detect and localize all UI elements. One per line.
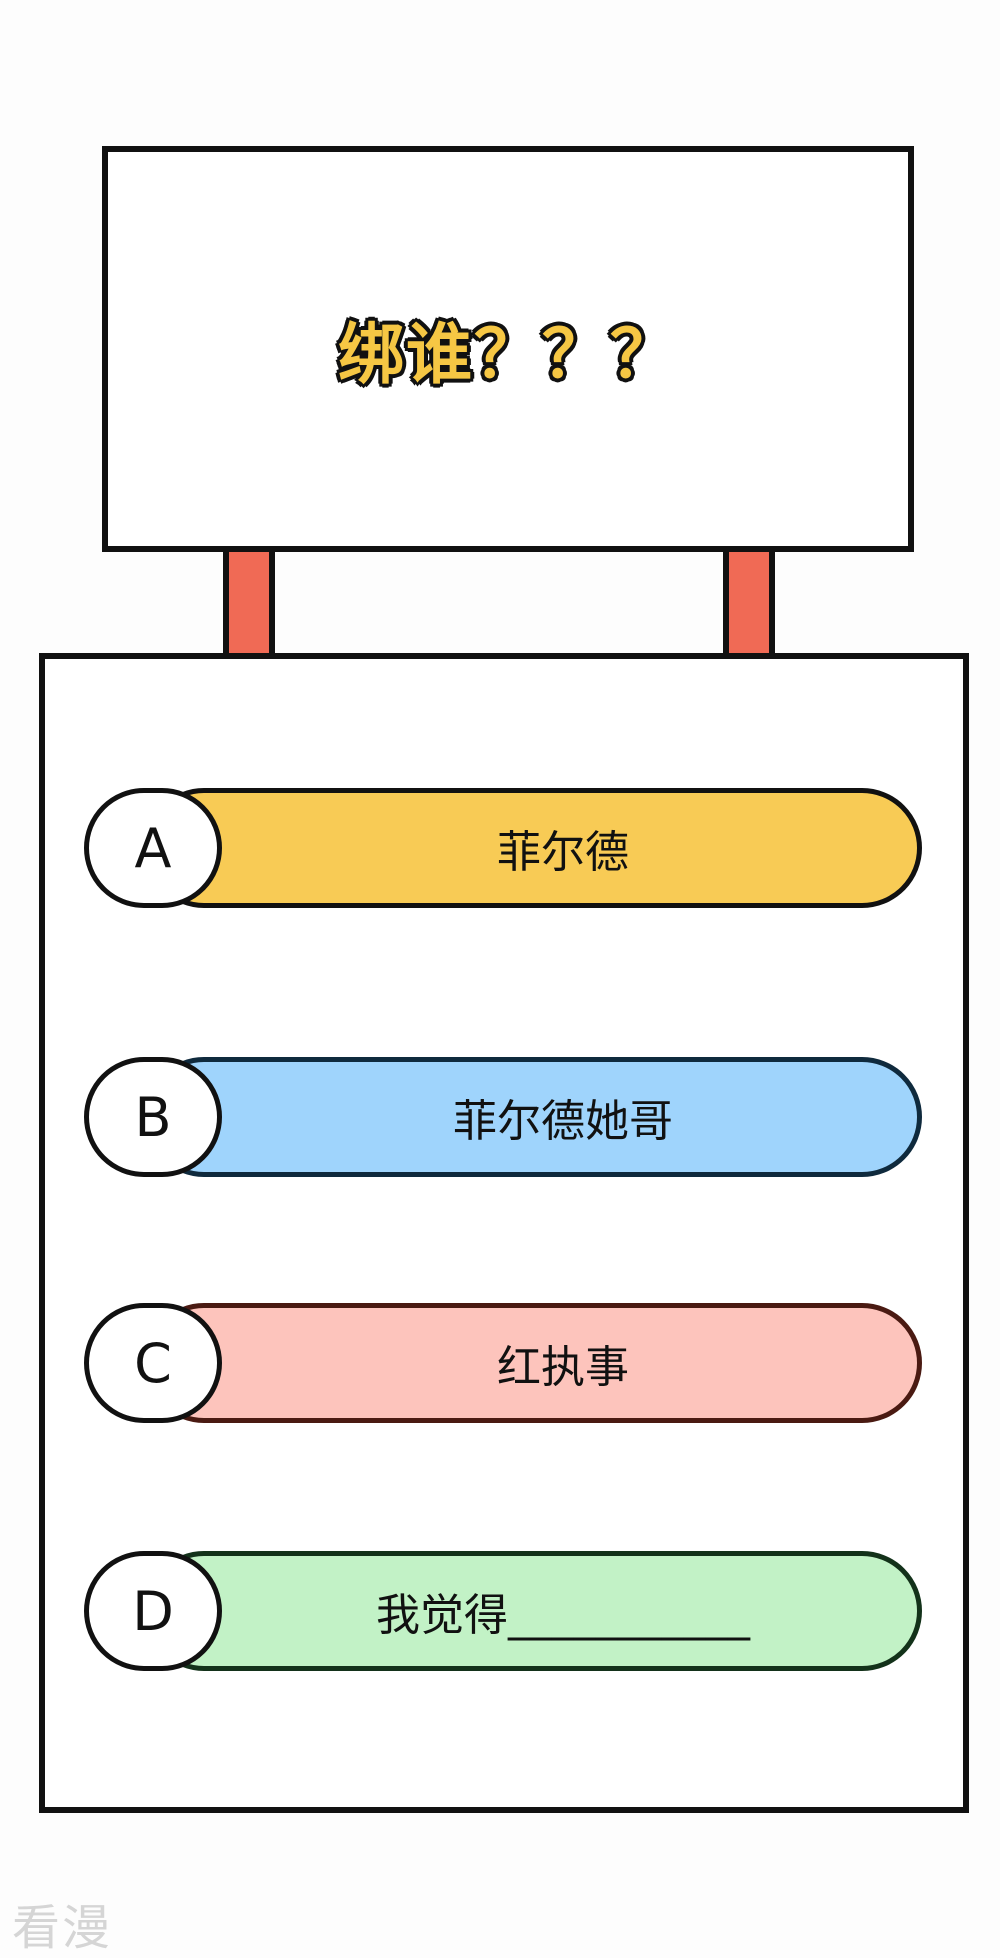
option-d-badge: D [84,1551,222,1671]
option-d-pill[interactable]: 我觉得___________ [144,1551,922,1671]
watermark: 看漫 [12,1900,113,1956]
option-b-pill[interactable]: 菲尔德她哥 [144,1057,922,1177]
option-c-badge: C [84,1303,222,1423]
option-a-badge: A [84,788,222,908]
option-a-pill[interactable]: 菲尔德 [144,788,922,908]
option-a[interactable]: 菲尔德 A [84,788,922,908]
option-d-text: 我觉得___________ [376,1590,750,1641]
option-c-pill[interactable]: 红执事 [144,1303,922,1423]
option-d[interactable]: 我觉得___________ D [84,1551,922,1671]
option-a-text: 菲尔德 [497,827,629,878]
option-b[interactable]: 菲尔德她哥 B [84,1057,922,1177]
option-b-text: 菲尔德她哥 [453,1096,673,1147]
option-b-badge: B [84,1057,222,1177]
question-text: 绑谁？？？ [338,316,678,393]
option-c-text: 红执事 [497,1342,629,1393]
option-c[interactable]: 红执事 C [84,1303,922,1423]
sign-post-right [723,552,775,658]
question-sign: 绑谁？？？ [102,146,914,552]
sign-post-left [223,552,275,658]
